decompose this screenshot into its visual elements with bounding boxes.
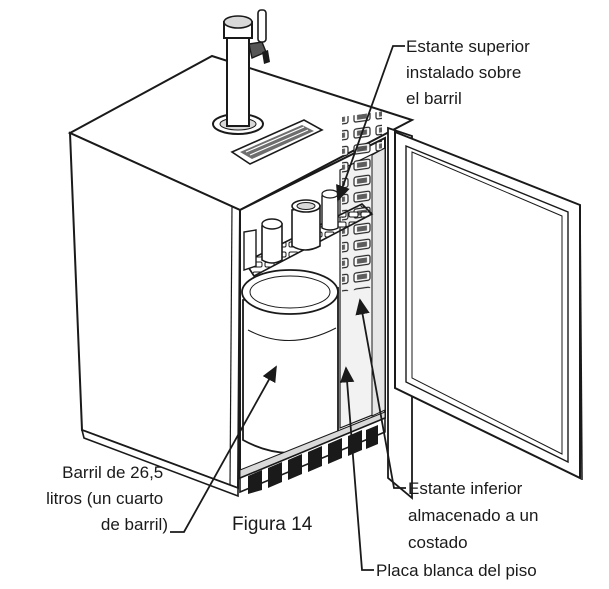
beer-tower — [212, 9, 270, 135]
door-glass — [405, 144, 569, 464]
shelf-canisters — [243, 189, 339, 271]
leader-lines — [170, 45, 406, 571]
callout-floor-plate: Placa blanca del piso — [376, 561, 537, 580]
control-plate — [230, 119, 324, 165]
floor-plate — [239, 411, 386, 479]
callout-top-shelf: Estante superior instalado sobre el barr… — [406, 37, 535, 108]
callout-keg: Barril de 26,5 litros (un cuarto de barr… — [46, 463, 168, 534]
keg — [241, 269, 339, 454]
callout-lower-shelf: Estante inferior almacenado a un costado — [408, 479, 543, 552]
figure-caption: Figura 14 — [232, 514, 313, 535]
